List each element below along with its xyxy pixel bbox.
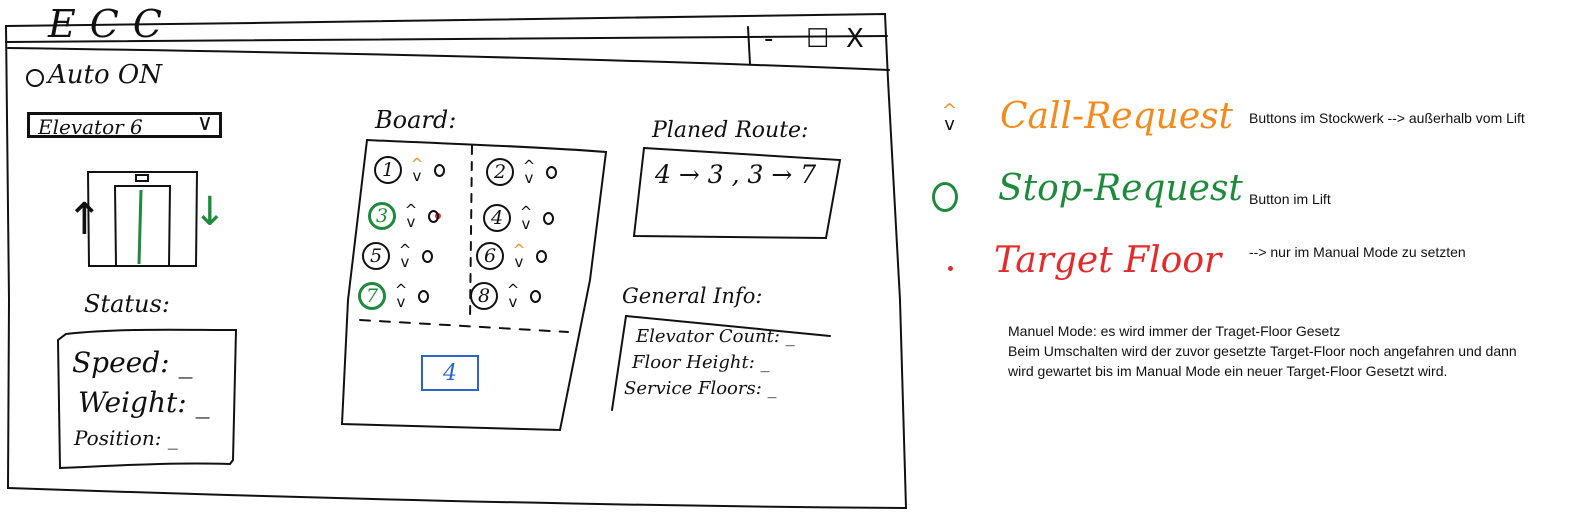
status-title: Status:: [84, 290, 170, 318]
stop-request-button[interactable]: [543, 211, 554, 225]
call-up-icon: ^: [410, 155, 424, 173]
legend-stop-request-label: Stop-Request: [998, 168, 1243, 209]
manual-note-line: Manuel Mode: es wird immer der Traget-Fl…: [1008, 323, 1341, 339]
legend-call-request-note: Buttons im Stockwerk --> außerhalb vom L…: [1249, 110, 1525, 126]
floor-number-3[interactable]: 3: [368, 202, 396, 230]
status-position: Position: _: [74, 426, 178, 450]
arrow-up-icon: ↑: [66, 194, 103, 245]
chevron-down-icon: ∨: [196, 111, 213, 136]
floor-row-4: 4 ^v: [483, 204, 554, 232]
manual-note-line: Beim Umschalten wird der zuvor gesetzte …: [1008, 343, 1517, 359]
floor-number-7[interactable]: 7: [358, 282, 386, 310]
call-down-icon: v: [406, 213, 416, 231]
info-elevator-count: Elevator Count: _: [636, 326, 795, 347]
call-request-button[interactable]: ^v: [402, 201, 420, 231]
call-request-button[interactable]: ^v: [520, 157, 538, 187]
call-up-icon: ^: [519, 203, 533, 221]
legend-stop-request-note: Button im Lift: [1249, 191, 1331, 207]
call-request-button[interactable]: ^v: [392, 281, 410, 311]
minimize-button[interactable]: -: [764, 24, 774, 54]
window-title: ECC: [48, 2, 176, 46]
call-request-icon: ^v: [942, 100, 958, 135]
floor-number-1[interactable]: 1: [374, 156, 402, 184]
call-down-icon: v: [400, 253, 410, 271]
manual-note-line: wird gewartet bis im Manual Mode ein neu…: [1008, 363, 1448, 379]
floor-row-2: 2 ^v: [486, 158, 557, 186]
stop-request-button[interactable]: [546, 165, 557, 179]
legend-target-floor-note: --> nur im Manual Mode zu setzten: [1249, 244, 1466, 260]
call-up-icon: ^: [522, 157, 536, 175]
call-request-button[interactable]: ^v: [517, 203, 535, 233]
floor-row-6: 6 ^v: [476, 242, 547, 270]
floor-number-6[interactable]: 6: [476, 242, 504, 270]
call-request-button[interactable]: ^v: [396, 241, 414, 271]
call-up-icon: ^: [404, 201, 418, 219]
call-down-icon: v: [396, 293, 406, 311]
stop-request-button[interactable]: [434, 163, 445, 177]
stop-request-button[interactable]: [428, 209, 439, 223]
call-up-icon: ^: [394, 281, 408, 299]
auto-mode-label: Auto ON: [48, 60, 162, 90]
elevator-select-value: Elevator 6: [38, 115, 143, 139]
stop-request-button[interactable]: [530, 289, 541, 303]
target-floor-icon: [948, 266, 953, 271]
radio-icon: [26, 69, 44, 87]
floor-row-8: 8 ^v: [470, 282, 541, 310]
status-weight: Weight: _: [78, 386, 210, 419]
general-info-title: General Info:: [622, 284, 763, 308]
floor-number-8[interactable]: 8: [470, 282, 498, 310]
call-down-icon: v: [508, 293, 518, 311]
call-down-icon: v: [524, 169, 534, 187]
floor-number-2[interactable]: 2: [486, 158, 514, 186]
legend-target-floor-label: Target Floor: [994, 240, 1222, 281]
call-down-icon: v: [412, 167, 422, 185]
stop-request-button[interactable]: [536, 249, 547, 263]
info-floor-height: Floor Height: _: [632, 352, 770, 373]
stop-request-button[interactable]: [422, 249, 433, 263]
elevator-select[interactable]: Elevator 6 ∨: [27, 111, 222, 139]
floor-number-5[interactable]: 5: [362, 242, 390, 270]
call-up-icon: ^: [506, 281, 520, 299]
legend-call-request-label: Call-Request: [1000, 96, 1234, 137]
manual-mode-notes: Manuel Mode: es wird immer der Traget-Fl…: [1008, 321, 1568, 381]
call-request-button[interactable]: ^v: [408, 155, 426, 185]
floor-number-4[interactable]: 4: [483, 204, 511, 232]
call-up-icon: ^: [512, 241, 526, 259]
planned-route-value: 4 → 3 , 3 → 7: [655, 160, 817, 189]
close-button[interactable]: X: [846, 24, 864, 54]
auto-mode-toggle[interactable]: Auto ON: [26, 60, 162, 90]
maximize-button[interactable]: ☐: [806, 24, 830, 54]
call-request-button[interactable]: ^v: [504, 281, 522, 311]
current-floor-display: 4: [421, 355, 479, 391]
stop-request-icon: [932, 182, 958, 212]
call-up-icon: ^: [398, 241, 412, 259]
floor-row-1: 1 ^v: [374, 156, 445, 184]
planned-route-title: Planed Route:: [652, 118, 809, 143]
call-request-button[interactable]: ^v: [510, 241, 528, 271]
status-speed: Speed: _: [72, 346, 193, 379]
call-down-icon: v: [514, 253, 524, 271]
board-title: Board:: [375, 106, 457, 134]
info-service-floors: Service Floors: _: [624, 378, 777, 399]
floor-row-7: 7 ^v: [358, 282, 429, 310]
floor-row-5: 5 ^v: [362, 242, 433, 270]
call-down-icon: v: [521, 215, 531, 233]
arrow-down-icon: ↓: [193, 189, 227, 235]
floor-button-grid: 1 ^v 2 ^v 3 ^v 4 ^v 5 ^v 6 ^v 7 ^v 8: [358, 150, 593, 320]
floor-row-3: 3 ^v: [368, 202, 441, 230]
stop-request-button[interactable]: [418, 289, 429, 303]
